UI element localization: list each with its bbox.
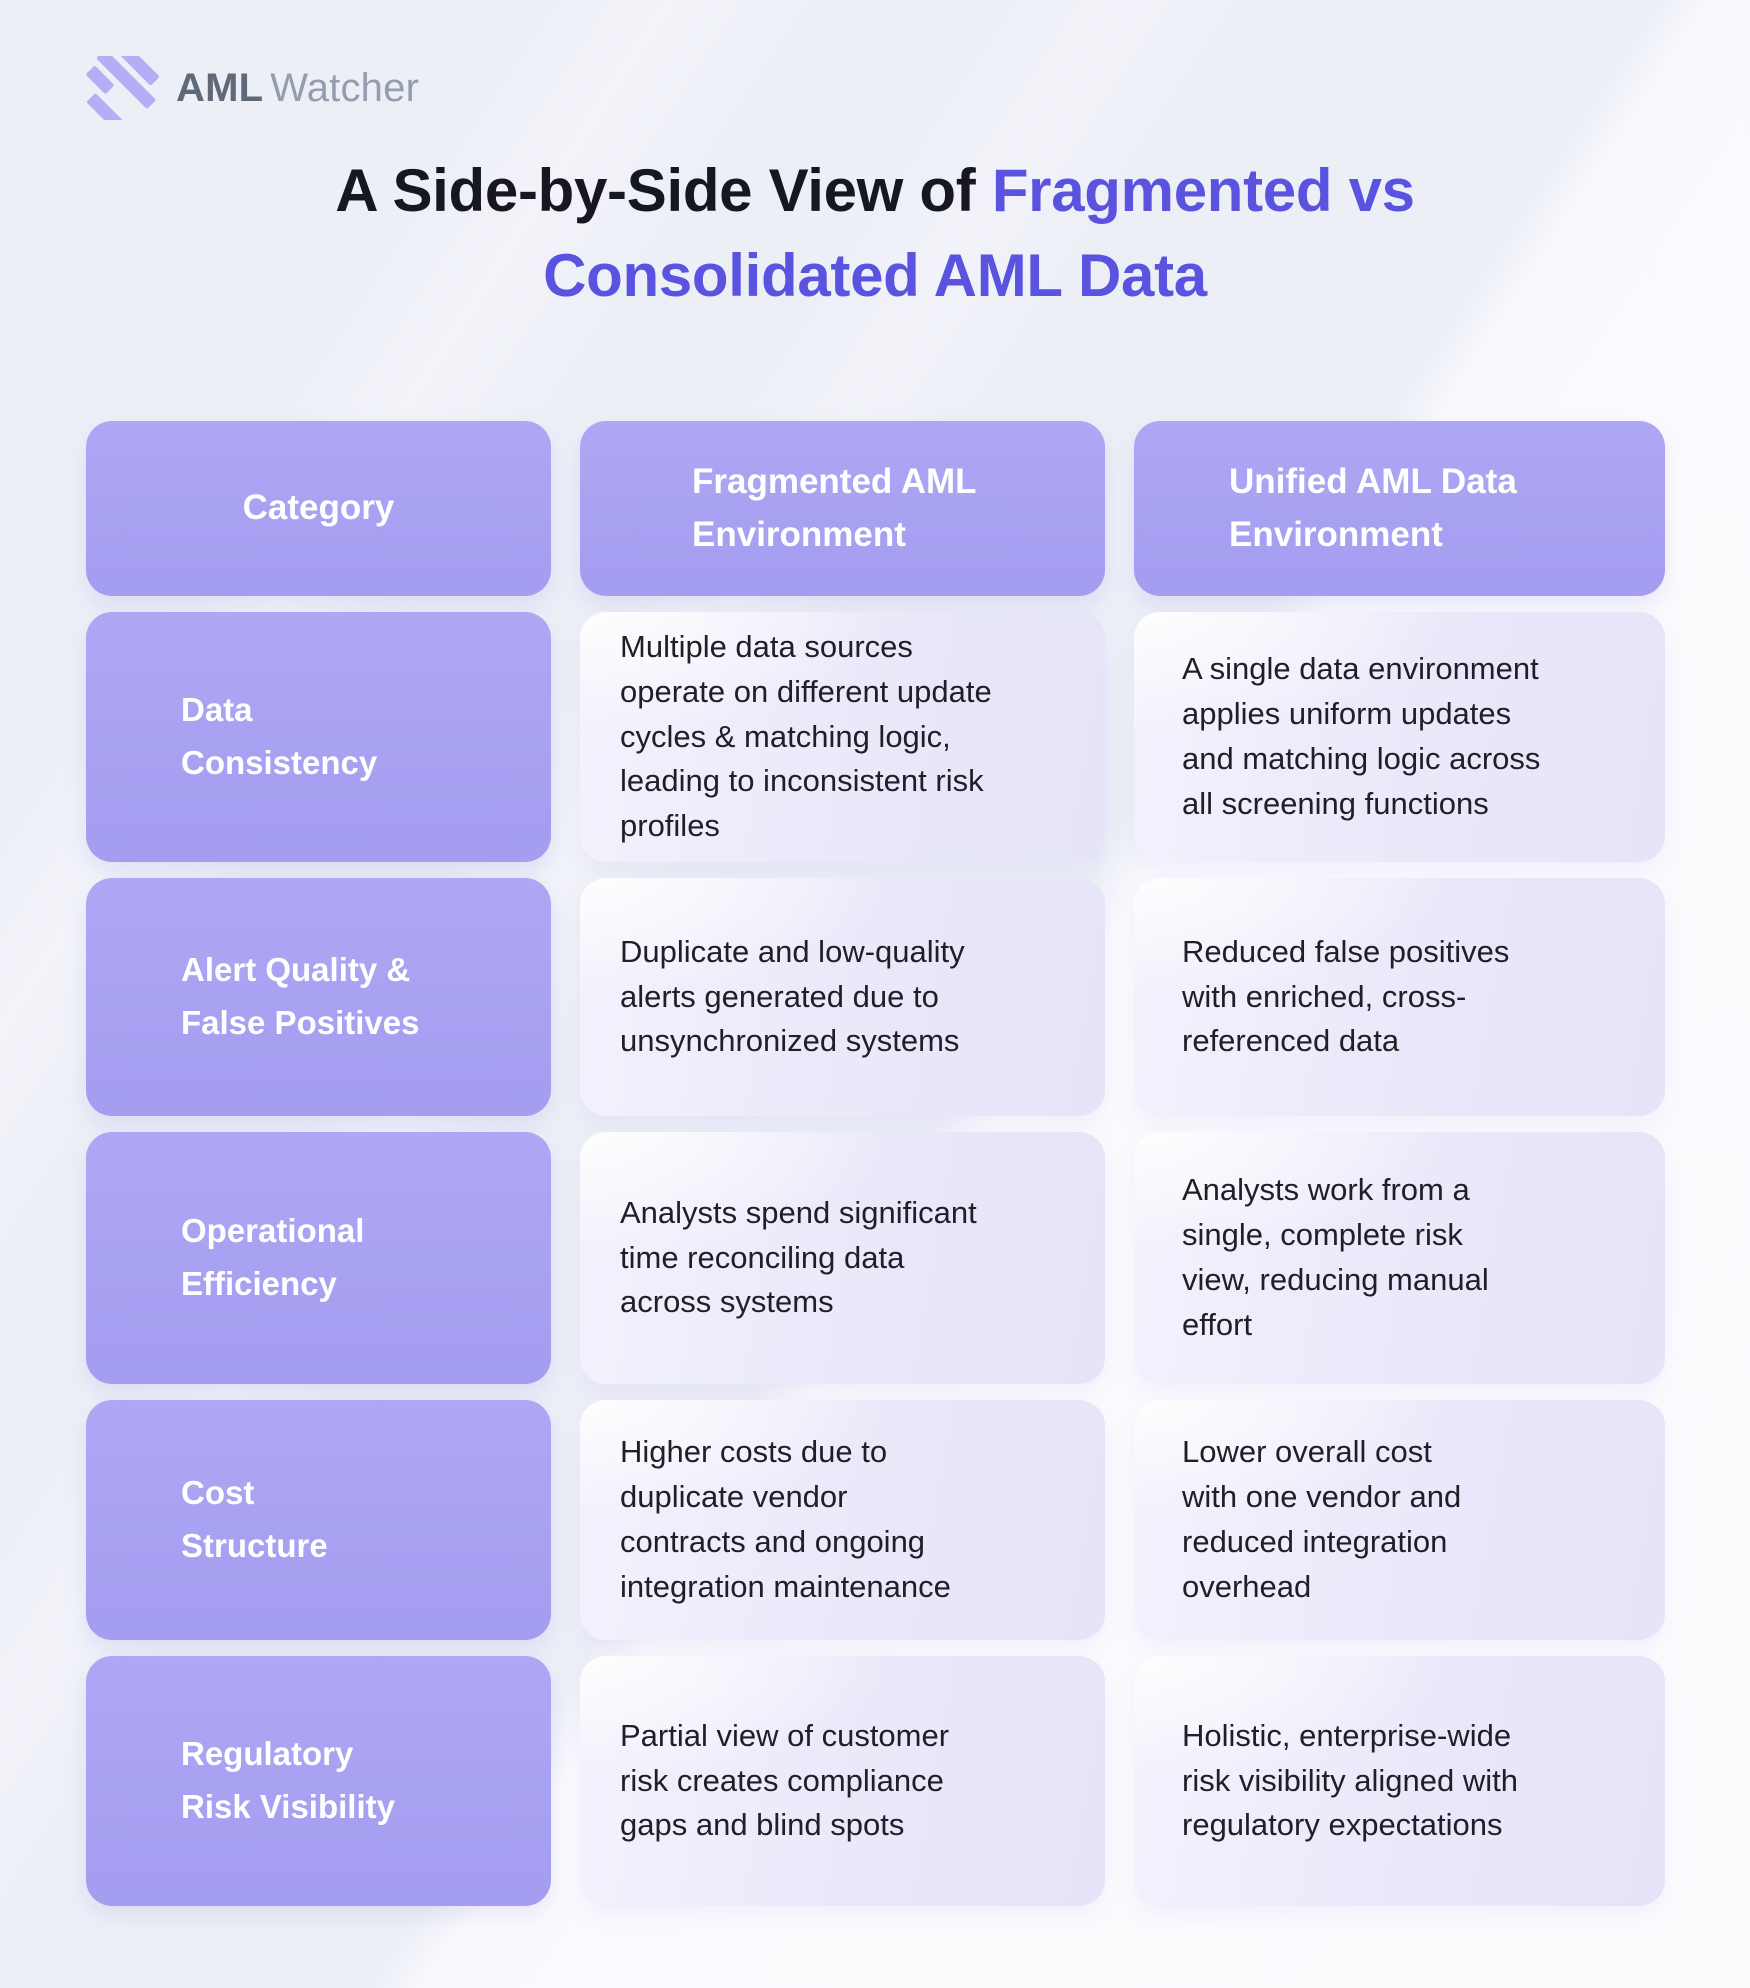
- row-3-category-cell: Operational Efficiency: [86, 1132, 551, 1384]
- page-title: A Side-by-Side View of Fragmented vs Con…: [0, 148, 1750, 318]
- brand-name-bold: AML: [176, 65, 264, 110]
- row-4-fragmented-cell: Higher costs due to duplicate vendor con…: [580, 1400, 1105, 1640]
- row-5-unified-cell: Holistic, enterprise-wide risk visibilit…: [1134, 1656, 1665, 1906]
- header-cell-unified: Unified AML Data Environment: [1134, 421, 1665, 596]
- row-4-category-cell: Cost Structure: [86, 1400, 551, 1640]
- page-title-dark-part: A Side-by-Side View of: [335, 157, 992, 224]
- row-1-fragmented-cell: Multiple data sources operate on differe…: [580, 612, 1105, 862]
- row-4-unified-cell: Lower overall cost with one vendor and r…: [1134, 1400, 1665, 1640]
- header-cell-category: Category: [86, 421, 551, 596]
- row-3-fragmented-cell: Analysts spend significant time reconcil…: [580, 1132, 1105, 1384]
- row-1-category-cell: Data Consistency: [86, 612, 551, 862]
- row-3-unified-cell: Analysts work from a single, complete ri…: [1134, 1132, 1665, 1384]
- row-2-unified-cell: Reduced false positives with enriched, c…: [1134, 878, 1665, 1116]
- row-5-fragmented-cell: Partial view of customer risk creates co…: [580, 1656, 1105, 1906]
- brand-name-light: Watcher: [270, 65, 420, 110]
- row-2-fragmented-cell: Duplicate and low-quality alerts generat…: [580, 878, 1105, 1116]
- row-2-category-cell: Alert Quality & False Positives: [86, 878, 551, 1116]
- header-cell-fragmented: Fragmented AML Environment: [580, 421, 1105, 596]
- row-1-unified-cell: A single data environment applies unifor…: [1134, 612, 1665, 862]
- comparison-table: Category Fragmented AML Environment Unif…: [86, 421, 1665, 1906]
- aml-watcher-logo-icon: [86, 56, 159, 120]
- row-5-category-cell: Regulatory Risk Visibility: [86, 1656, 551, 1906]
